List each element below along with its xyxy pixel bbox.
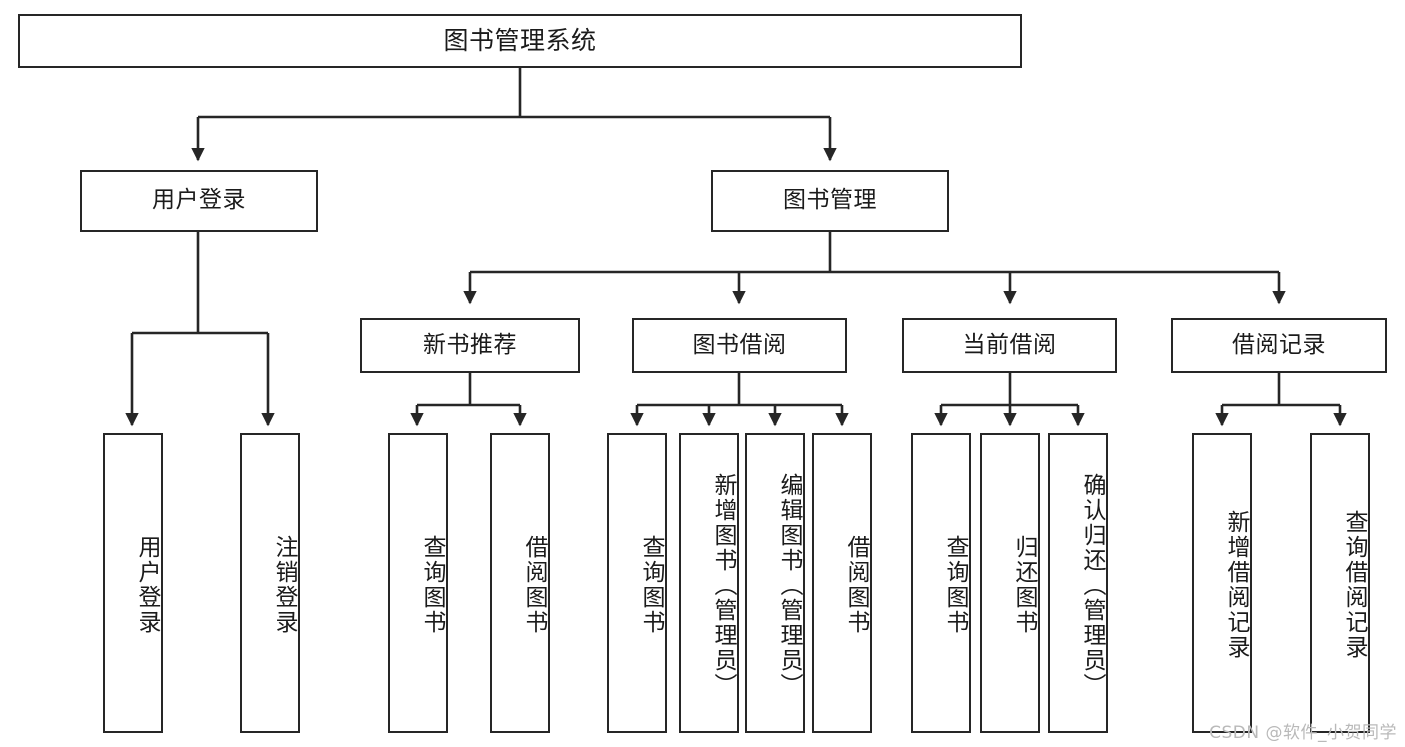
leaf-label: 查询借阅记录 <box>1341 510 1367 660</box>
node-leaf-user-login[interactable]: 用户登录 <box>103 433 163 733</box>
leaf-label: 编辑图书（管理员） <box>776 472 802 698</box>
node-leaf-logout[interactable]: 注销登录 <box>240 433 300 733</box>
leaf-label: 新增借阅记录 <box>1223 510 1249 660</box>
node-current-borrow[interactable]: 当前借阅 <box>902 318 1117 373</box>
leaf-label: 用户登录 <box>134 535 160 635</box>
node-leaf-confirm-return[interactable]: 确认归还（管理员） <box>1048 433 1108 733</box>
node-book-borrow[interactable]: 图书借阅 <box>632 318 847 373</box>
watermark-text: CSDN @软件_小贺同学 <box>1209 723 1397 743</box>
node-leaf-return-book[interactable]: 归还图书 <box>980 433 1040 733</box>
node-root-system[interactable]: 图书管理系统 <box>18 14 1022 68</box>
leaf-label: 借阅图书 <box>521 535 547 635</box>
leaf-label: 查询图书 <box>942 535 968 635</box>
leaf-label: 确认归还（管理员） <box>1079 472 1105 698</box>
node-leaf-query-book-recommend[interactable]: 查询图书 <box>388 433 448 733</box>
node-book-management[interactable]: 图书管理 <box>711 170 949 232</box>
leaf-label: 借阅图书 <box>843 535 869 635</box>
node-user-login[interactable]: 用户登录 <box>80 170 318 232</box>
leaf-label: 注销登录 <box>271 535 297 635</box>
leaf-label: 查询图书 <box>419 535 445 635</box>
leaf-label: 新增图书（管理员） <box>710 472 736 698</box>
leaf-label: 查询图书 <box>638 535 664 635</box>
node-leaf-borrow-book[interactable]: 借阅图书 <box>812 433 872 733</box>
node-leaf-query-book-borrow[interactable]: 查询图书 <box>607 433 667 733</box>
node-leaf-query-borrow-record[interactable]: 查询借阅记录 <box>1310 433 1370 733</box>
node-leaf-add-book[interactable]: 新增图书（管理员） <box>679 433 739 733</box>
node-leaf-query-book-current[interactable]: 查询图书 <box>911 433 971 733</box>
node-leaf-add-borrow-record[interactable]: 新增借阅记录 <box>1192 433 1252 733</box>
node-new-book-recommend[interactable]: 新书推荐 <box>360 318 580 373</box>
leaf-label: 归还图书 <box>1011 535 1037 635</box>
node-leaf-borrow-book-recommend[interactable]: 借阅图书 <box>490 433 550 733</box>
node-borrow-record[interactable]: 借阅记录 <box>1171 318 1387 373</box>
node-leaf-edit-book[interactable]: 编辑图书（管理员） <box>745 433 805 733</box>
